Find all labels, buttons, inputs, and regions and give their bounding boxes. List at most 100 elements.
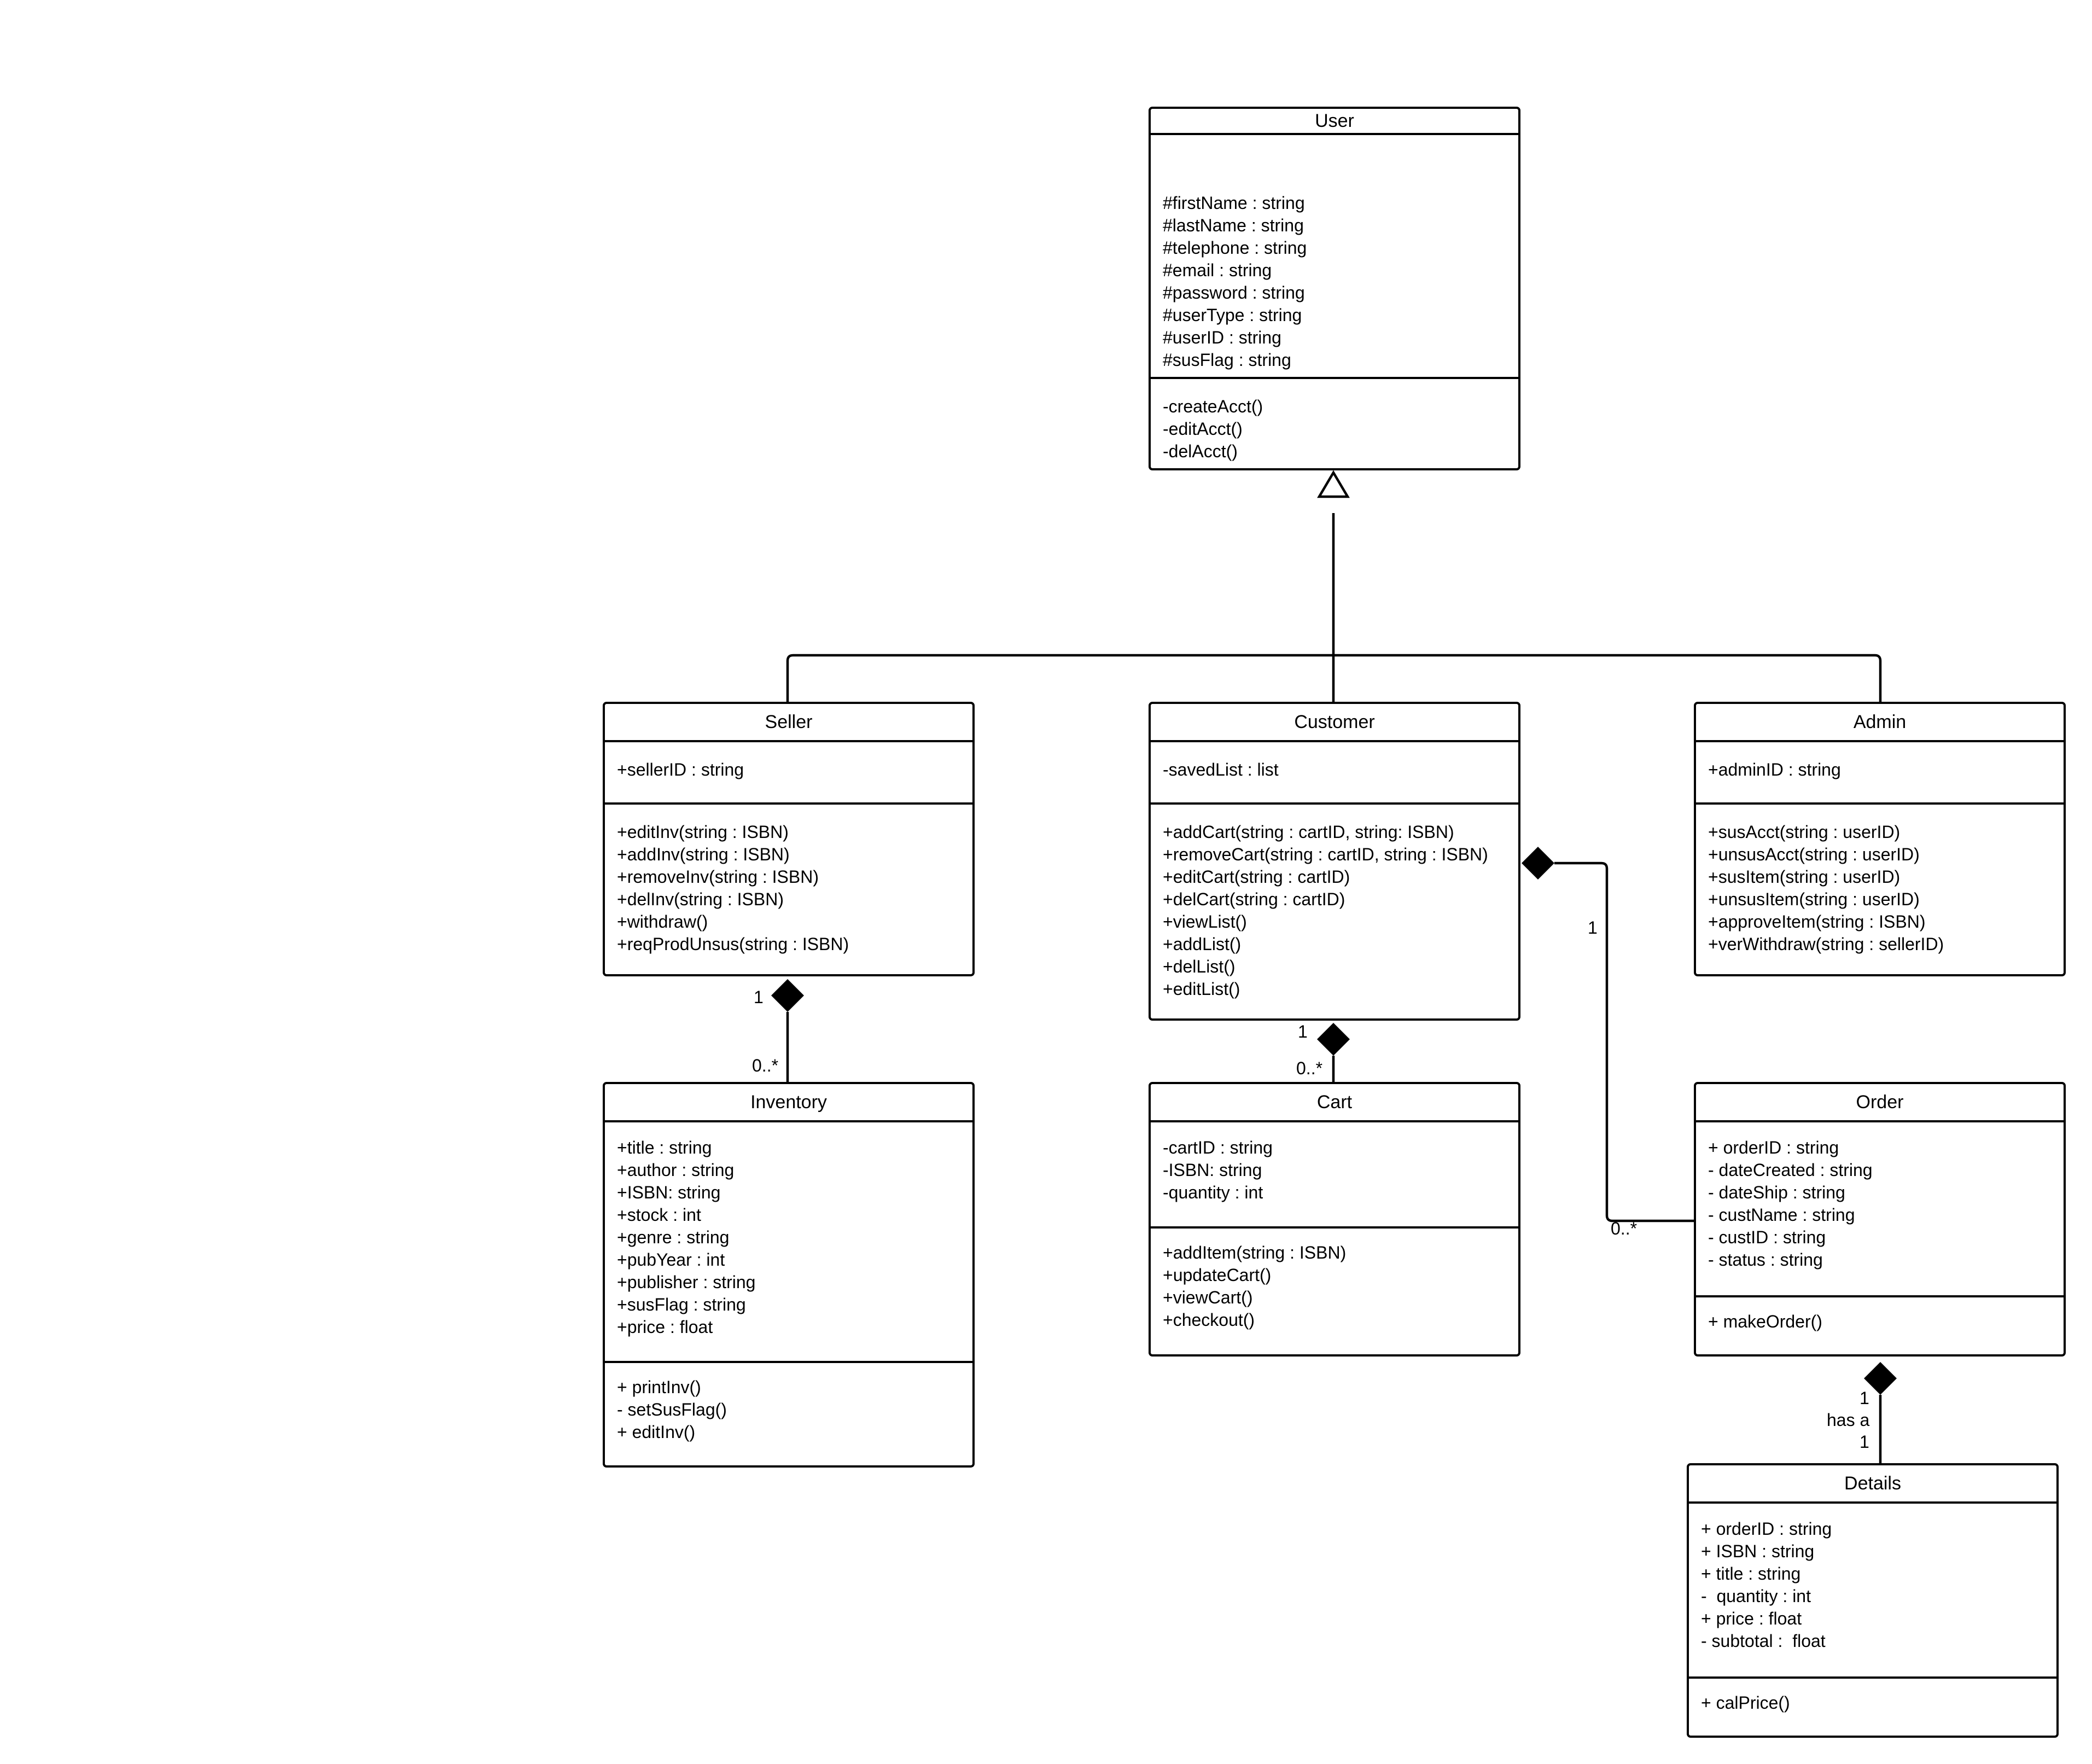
class-order[interactable]: Order + orderID : string- dateCreated : … [1694,1082,2066,1357]
attribute-item: - subtotal : float [1701,1631,1826,1651]
class-name: Cart [1151,1084,1518,1122]
multiplicity-cart: 0..* [1296,1058,1323,1078]
attribute-item: +title : string [617,1138,712,1157]
class-name: Details [1689,1465,2056,1504]
operation-item: + calPrice() [1701,1693,1790,1713]
attribute-item: + price : float [1701,1609,1802,1628]
operations-compartment: +editInv(string : ISBN) +addInv(string : … [605,805,972,974]
class-name: Admin [1696,704,2064,742]
class-user[interactable]: User #firstName : string#lastName : stri… [1149,107,1520,470]
attribute-item: +publisher : string [617,1272,756,1292]
operation-item: +editCart(string : cartID) [1163,867,1350,887]
operation-item: +delList() [1163,957,1236,976]
class-admin[interactable]: Admin +adminID : string +susAcct(string … [1694,702,2066,976]
operation-item: +susItem(string : userID) [1708,867,1901,887]
seller-inventory-diamond [771,979,804,1012]
class-inventory[interactable]: Inventory +title : string +author : strin… [603,1082,975,1468]
operations-compartment: -createAcct()-editAcct()-delAcct() [1151,379,1518,468]
class-name: Inventory [605,1084,972,1122]
operation-item: +editInv(string : ISBN) [617,822,789,842]
attribute-item: #userID : string [1163,328,1281,347]
class-cart[interactable]: Cart -cartID : string-ISBN: string-quant… [1149,1082,1520,1357]
attribute-item: + orderID : string [1708,1138,1839,1157]
operations-compartment: + makeOrder() [1696,1297,2064,1354]
attribute-item: + title : string [1701,1564,1801,1583]
attribute-item: +pubYear : int [617,1250,725,1270]
attribute-item: #telephone : string [1163,238,1307,258]
attribute-item: +price : float [617,1317,713,1337]
attributes-compartment: -savedList : list [1151,742,1518,805]
multiplicity-order: 0..* [1611,1219,1638,1238]
attributes-compartment: + orderID : string+ ISBN : string + title… [1689,1504,2056,1679]
operation-item: +unsusItem(string : userID) [1708,889,1920,909]
operation-item: +addInv(string : ISBN) [617,845,790,864]
generalization-arrowhead [1317,470,1350,498]
class-name: Customer [1151,704,1518,742]
attribute-item: +adminID : string [1708,760,1841,779]
attribute-item: #lastName : string [1163,216,1304,235]
attribute-item: + orderID : string [1701,1519,1832,1539]
operation-item: -delAcct() [1163,441,1238,461]
attributes-compartment: +adminID : string [1696,742,2064,805]
operation-item: + printInv() [617,1377,701,1397]
operation-item: +editList() [1163,979,1240,999]
operation-item: +addList() [1163,934,1242,954]
operation-item: +withdraw() [617,912,708,932]
association-label-has-a: has a [1827,1410,1870,1430]
attribute-item: +sellerID : string [617,760,744,779]
operation-item: +addItem(string : ISBN) [1163,1243,1347,1262]
customer-order-link [1554,861,1694,1222]
operation-item: +removeInv(string : ISBN) [617,867,819,887]
attribute-item: - custID : string [1708,1227,1826,1247]
multiplicity-details: 1 [1860,1432,1869,1452]
attribute-item: -ISBN: string [1163,1160,1262,1180]
order-details-diamond [1864,1362,1897,1395]
operation-item: +viewList() [1163,912,1247,932]
operation-item: +delCart(string : cartID) [1163,889,1345,909]
operation-item: +delInv(string : ISBN) [617,889,784,909]
attribute-item: #susFlag : string [1163,350,1291,370]
attribute-item: +ISBN: string [617,1183,721,1202]
attribute-item: - status : string [1708,1250,1823,1270]
customer-order-diamond [1522,847,1554,880]
operation-item: +viewCart() [1163,1288,1253,1307]
multiplicity-order-details-whole: 1 [1860,1388,1869,1408]
attributes-compartment: +title : string +author : string +ISBN: st… [605,1122,972,1363]
operation-item: +addCart(string : cartID, string: ISBN) [1163,822,1454,842]
attribute-item: +author : string [617,1160,735,1180]
class-customer[interactable]: Customer -savedList : list +addCart(stri… [1149,702,1520,1021]
attributes-compartment: +sellerID : string [605,742,972,805]
operations-compartment: +addCart(string : cartID, string: ISBN) +… [1151,805,1518,1018]
attribute-item: -cartID : string [1163,1138,1273,1157]
operation-item: +approveItem(string : ISBN) [1708,912,1926,932]
operation-item: -createAcct() [1163,397,1263,416]
attribute-item: #firstName : string [1163,193,1305,213]
operation-item: + editInv() [617,1422,696,1442]
operations-compartment: + printInv() - setSusFlag() + editInv() [605,1363,972,1465]
operation-item: +verWithdraw(string : sellerID) [1708,934,1944,954]
multiplicity-inventory: 0..* [752,1056,779,1075]
operations-compartment: +susAcct(string : userID)+unsusAcct(stri… [1696,805,2064,974]
multiplicity-customer-order: 1 [1588,918,1598,938]
operation-item: +susAcct(string : userID) [1708,822,1901,842]
class-seller[interactable]: Seller +sellerID : string +editInv(strin… [603,702,975,976]
attribute-item: #password : string [1163,283,1305,302]
operation-item: +removeCart(string : cartID, string : IS… [1163,845,1488,864]
attribute-item: - custName : string [1708,1205,1855,1225]
attribute-item: - quantity : int [1701,1586,1811,1606]
attribute-item: -savedList : list [1163,760,1279,779]
operation-item: + makeOrder() [1708,1312,1822,1331]
operation-item: +updateCart() [1163,1265,1272,1285]
multiplicity-seller: 1 [754,987,764,1007]
operations-compartment: + calPrice() [1689,1679,2056,1736]
class-details[interactable]: Details + orderID : string+ ISBN : strin… [1687,1463,2059,1738]
attribute-item: - dateShip : string [1708,1183,1845,1202]
attribute-item: +genre : string [617,1227,730,1247]
attribute-item: + ISBN : string [1701,1541,1815,1561]
class-name: Seller [605,704,972,742]
attribute-item: +stock : int [617,1205,701,1225]
operation-item: - setSusFlag() [617,1400,727,1419]
attribute-item: +susFlag : string [617,1295,746,1314]
attributes-compartment: -cartID : string-ISBN: string-quantity :… [1151,1122,1518,1229]
operations-compartment: +addItem(string : ISBN) +updateCart() +vie… [1151,1229,1518,1354]
